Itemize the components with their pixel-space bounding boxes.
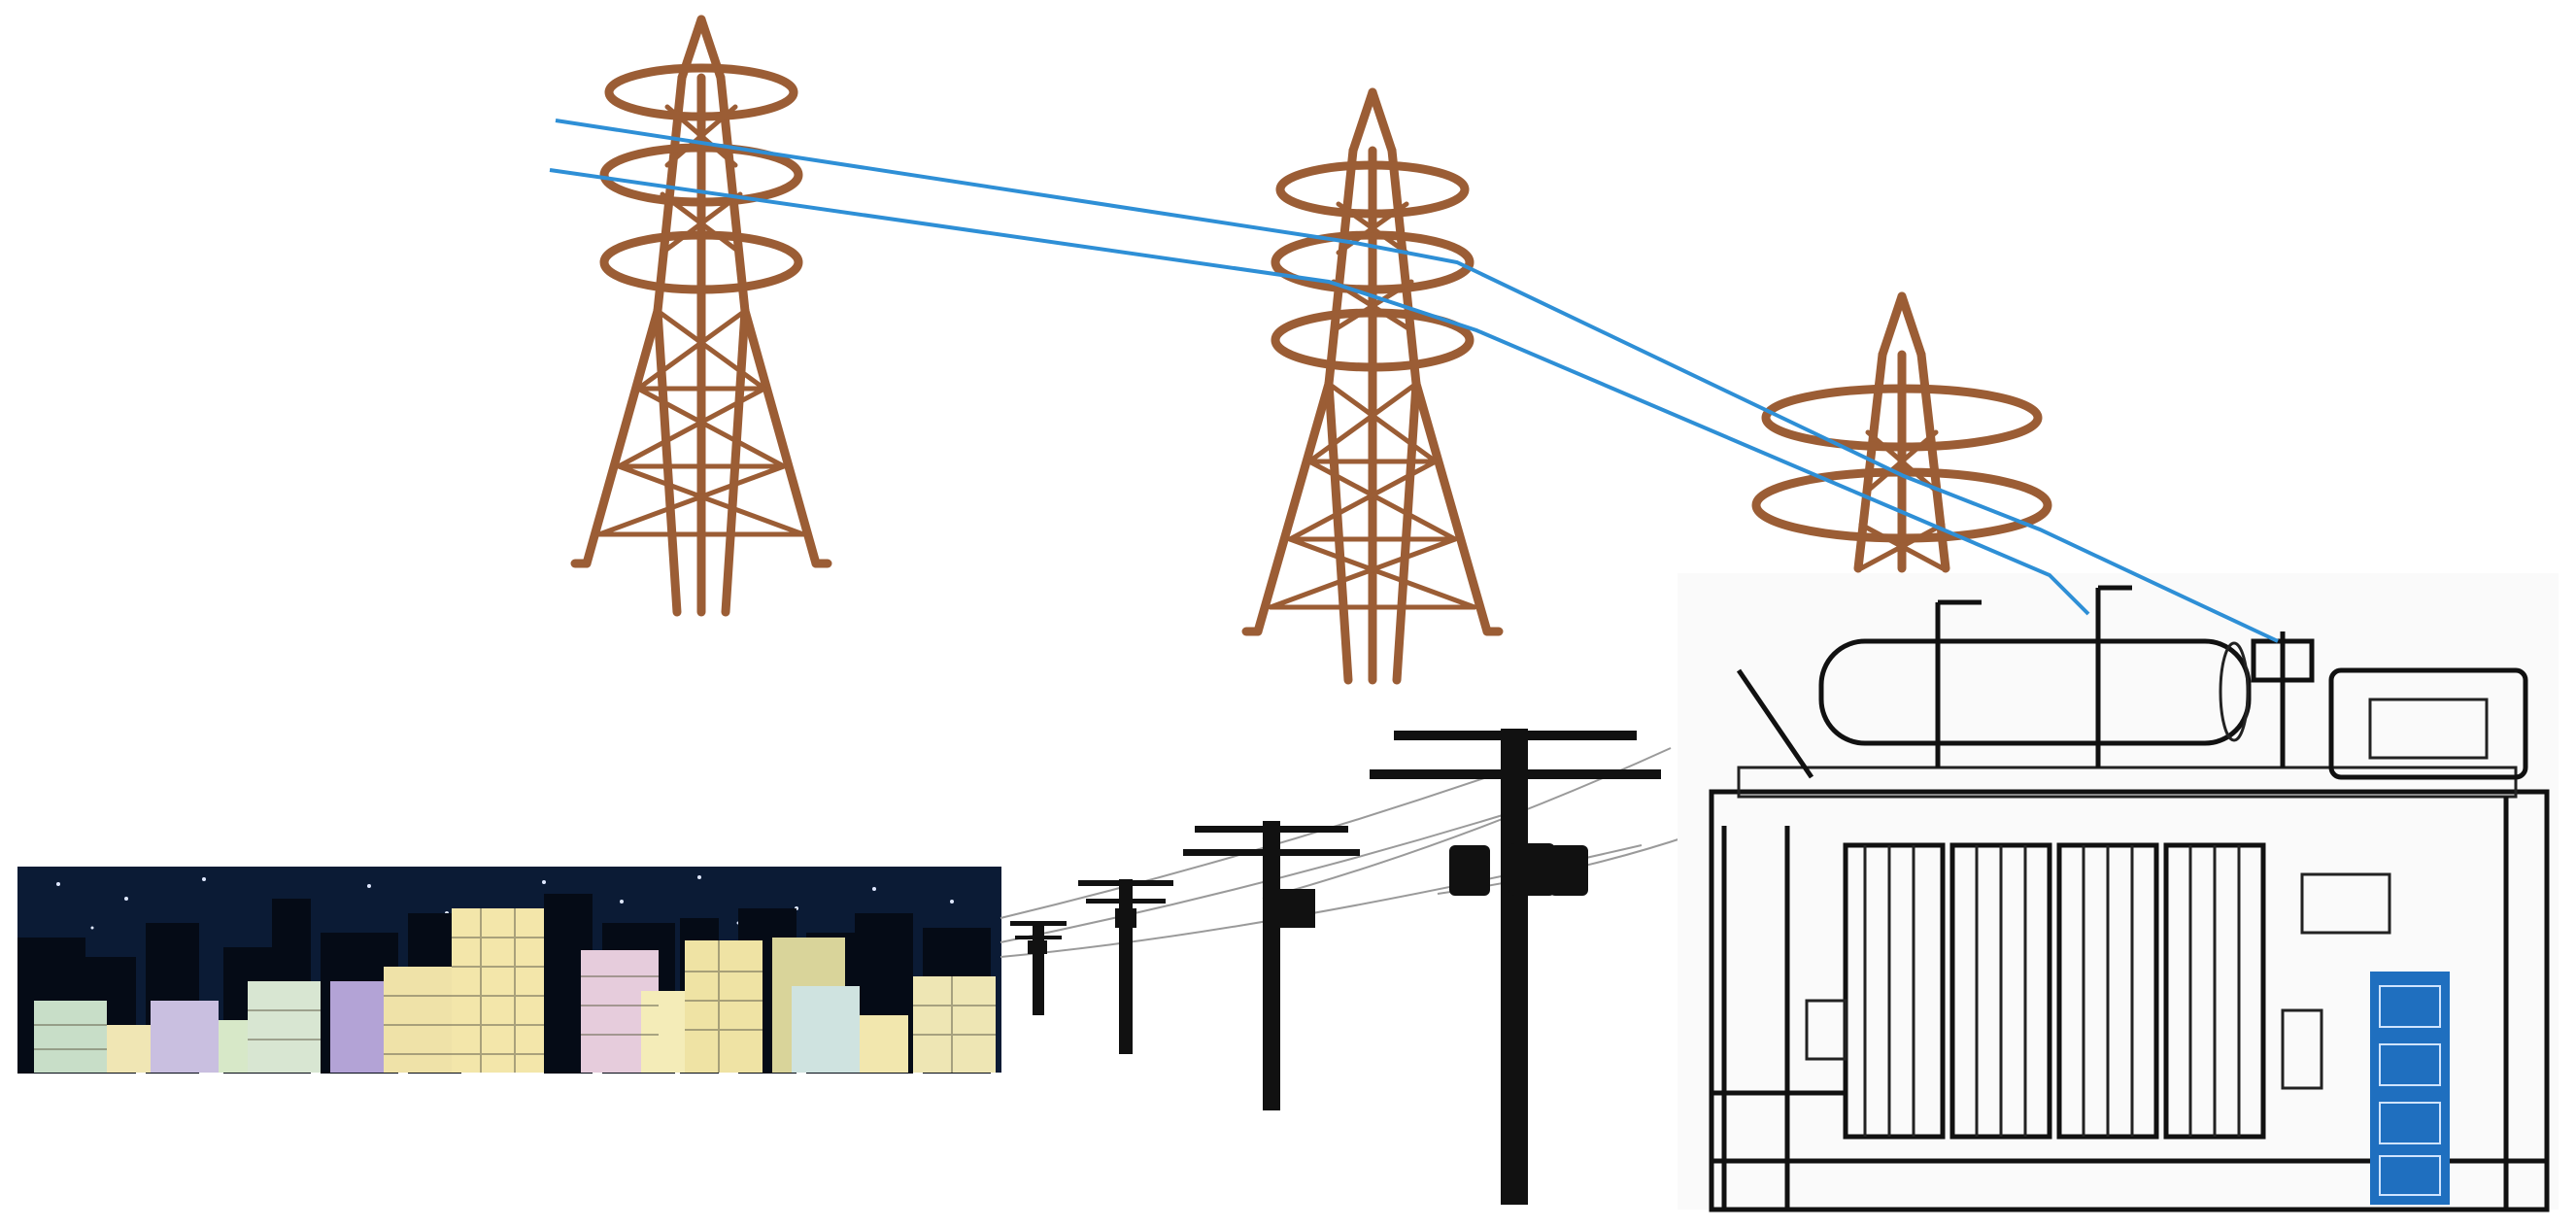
utility-pole-icon <box>1010 921 1067 1015</box>
utility-pole-icon <box>1183 821 1360 1110</box>
utility-pole-icon <box>1370 729 1661 1205</box>
lit-buildings <box>34 908 996 1073</box>
power-line-icon <box>549 119 2279 643</box>
transmission-tower-icon <box>1751 291 2052 573</box>
city-skyline-icon <box>17 867 1001 1074</box>
pole-transformer-icon <box>1449 843 1588 896</box>
radiator-fins <box>1843 842 2266 1140</box>
transmission-tower-icon <box>1241 87 1504 685</box>
building-windows <box>34 908 996 1073</box>
pole-transformer-icon <box>1274 889 1315 928</box>
transmission-tower-icon <box>570 15 832 617</box>
substation-transformer-icon <box>1678 573 2559 1212</box>
utility-pole-icon <box>1078 879 1173 1054</box>
control-panel <box>2370 972 2450 1205</box>
